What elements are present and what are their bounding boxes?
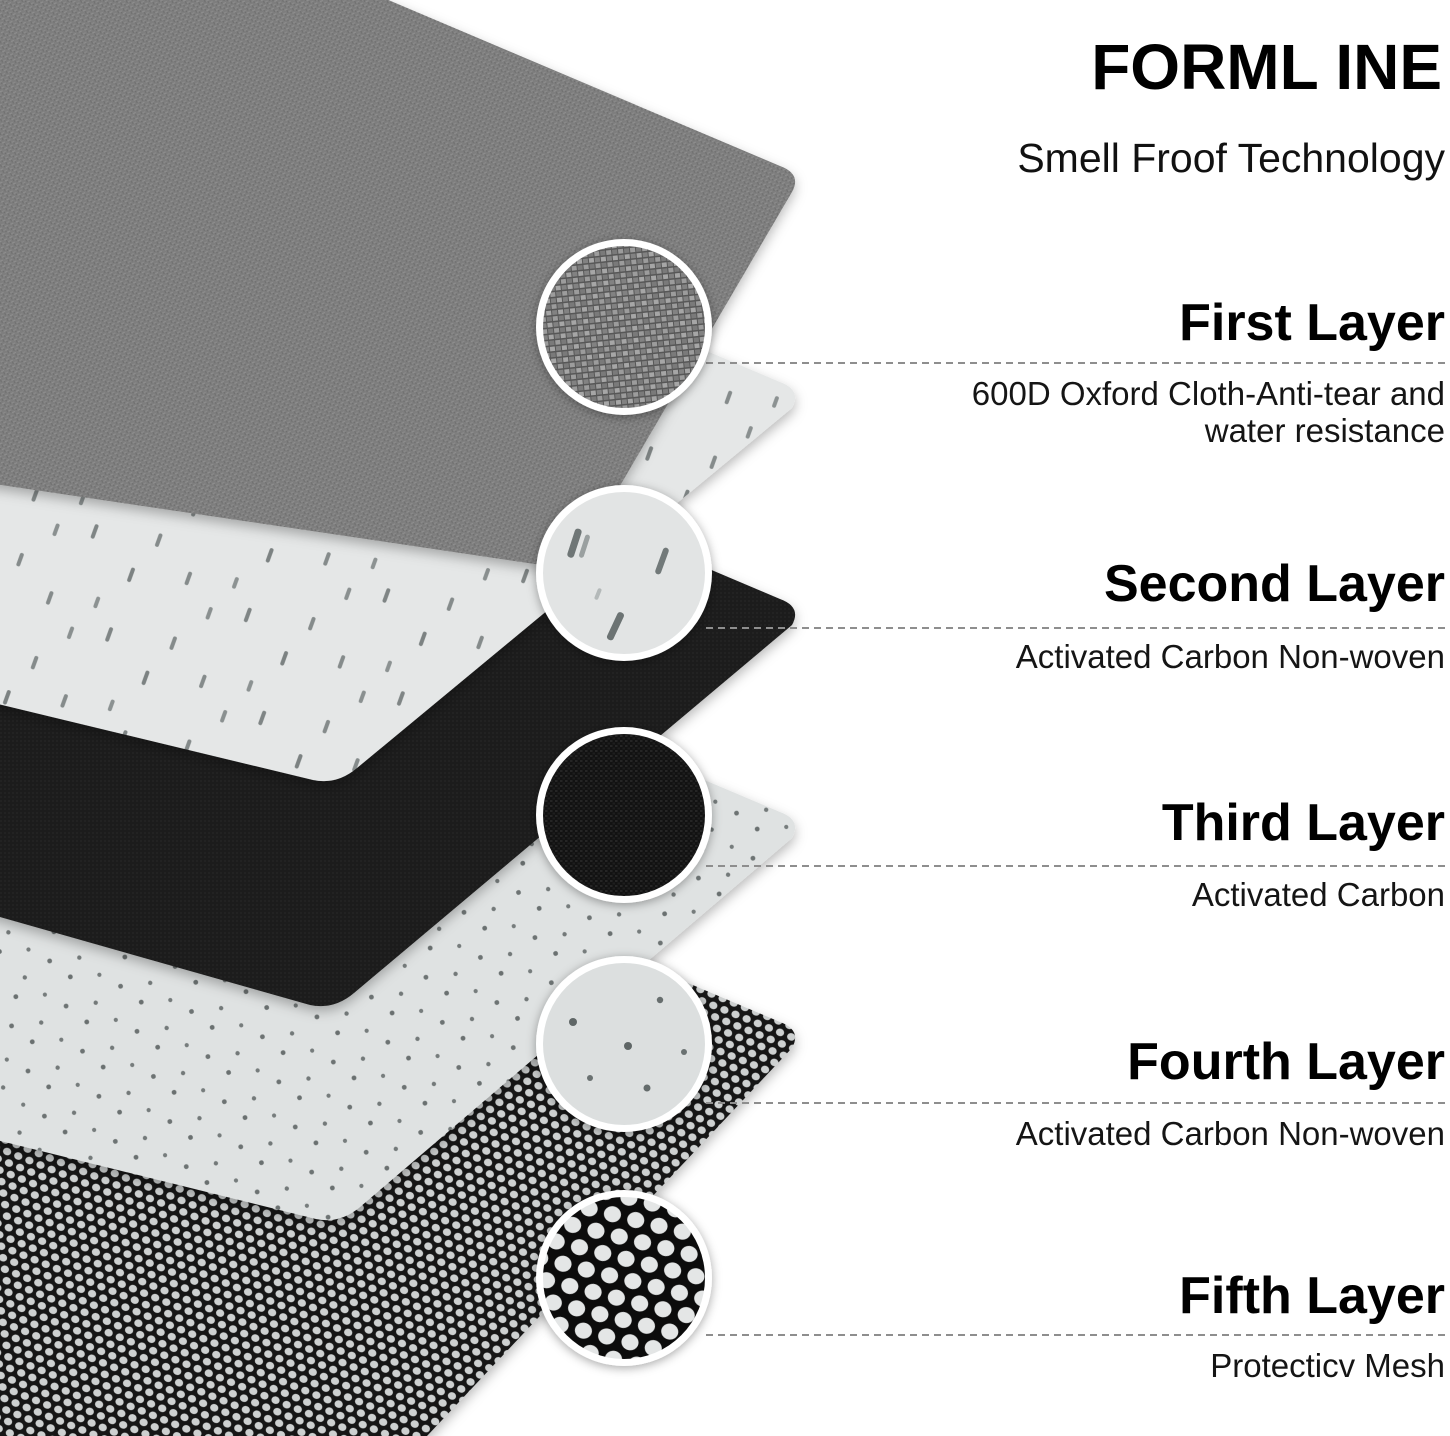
swatch-dotted-non-woven-closeup (543, 963, 705, 1125)
layer-2-label: Second Layer Activated Carbon Non-woven (1016, 555, 1445, 675)
layer-4-description: Activated Carbon Non-woven (1016, 1115, 1445, 1152)
layer-1-label: First Layer 600D Oxford Cloth-Anti-tear … (972, 294, 1445, 449)
swatch-mesh-closeup (543, 1197, 705, 1359)
layer-1-description-line-2: water resistance (1204, 412, 1445, 449)
layer-4-label: Fourth Layer Activated Carbon Non-woven (1016, 1033, 1445, 1152)
swatch-fifth-layer (536, 1190, 712, 1366)
swatch-carbon-closeup (543, 734, 705, 896)
layer-1-name: First Layer (1179, 294, 1445, 352)
brand-title: FORML INE (1091, 31, 1442, 103)
layer-5-name: Fifth Layer (1179, 1267, 1445, 1325)
layer-3-description: Activated Carbon (1192, 876, 1445, 913)
swatch-first-layer (536, 239, 712, 415)
layer-4-name: Fourth Layer (1127, 1033, 1445, 1091)
swatch-non-woven-closeup (543, 492, 705, 654)
swatch-fourth-layer (536, 956, 712, 1132)
layer-5-description: Protecticv Mesh (1210, 1347, 1445, 1384)
layer-3-label: Third Layer Activated Carbon (1162, 794, 1445, 913)
layer-2-description: Activated Carbon Non-woven (1016, 638, 1445, 675)
swatch-fabric-closeup (543, 246, 705, 408)
swatch-second-layer (536, 485, 712, 661)
layer-5-label: Fifth Layer Protecticv Mesh (1179, 1267, 1445, 1384)
layer-2-name: Second Layer (1104, 555, 1445, 613)
swatch-third-layer (536, 727, 712, 903)
layer-1-description-line-1: 600D Oxford Cloth-Anti-tear and (972, 375, 1445, 412)
sheet-first-layer-fabric (0, 0, 795, 567)
brand-subtitle: Smell Froof Technology (1017, 135, 1445, 181)
layer-3-name: Third Layer (1162, 794, 1445, 852)
dividers (706, 362, 1450, 1336)
brand-header: FORML INE Smell Froof Technology (1017, 31, 1445, 181)
